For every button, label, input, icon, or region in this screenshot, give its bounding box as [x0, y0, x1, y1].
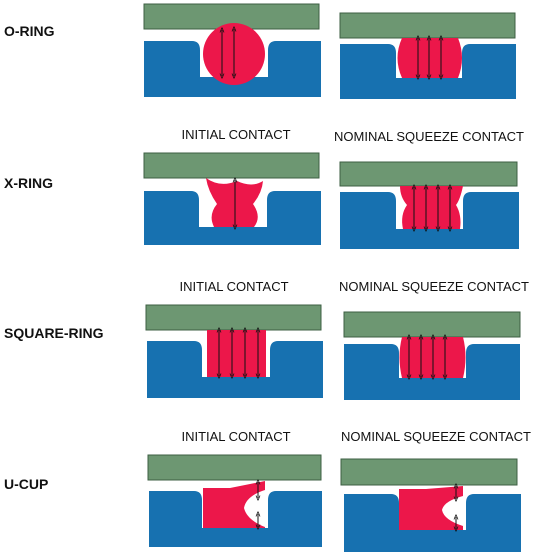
force-arrows — [222, 29, 234, 76]
housing-plate — [340, 458, 518, 486]
row-label-u-cup: U-CUP — [4, 476, 49, 492]
caption-initial-contact-x-ring: INITIAL CONTACT — [181, 127, 291, 142]
housing-plate — [147, 454, 322, 481]
u-cup-initial-contact — [147, 454, 322, 547]
gland-groove — [340, 44, 516, 99]
row-label-square-ring: SQUARE-RING — [4, 325, 104, 341]
gland-groove — [344, 344, 520, 400]
force-arrows — [219, 330, 258, 376]
o-ring-nominal-squeeze — [339, 12, 516, 99]
gland-groove — [344, 494, 521, 552]
x-ring-nominal-squeeze — [339, 161, 519, 249]
force-arrows — [409, 337, 445, 377]
square-ring-nominal-squeeze — [343, 311, 521, 400]
caption-nominal-squeeze-x-ring: NOMINAL SQUEEZE CONTACT — [334, 129, 524, 144]
caption-nominal-squeeze-u-cup: NOMINAL SQUEEZE CONTACT — [341, 429, 531, 444]
caption-nominal-squeeze-square-ring: NOMINAL SQUEEZE CONTACT — [339, 279, 529, 294]
gland-groove — [144, 191, 321, 245]
o-ring-initial-contact — [143, 3, 321, 97]
housing-plate — [339, 12, 516, 39]
caption-initial-contact-square-ring: INITIAL CONTACT — [179, 279, 289, 294]
square-ring-seal — [207, 330, 266, 377]
housing-plate — [143, 152, 320, 179]
row-label-o-ring: O-RING — [4, 23, 55, 39]
o-ring-seal — [397, 38, 462, 78]
gland-groove — [149, 491, 322, 547]
housing-plate — [339, 161, 518, 187]
gland-groove — [144, 41, 321, 97]
gland-groove — [340, 192, 519, 249]
square-ring-initial-contact — [145, 304, 323, 398]
housing-plate — [343, 311, 521, 338]
caption-initial-contact-u-cup: INITIAL CONTACT — [181, 429, 291, 444]
force-arrows — [414, 187, 450, 229]
housing-plate — [145, 304, 322, 331]
x-ring-seal — [400, 186, 463, 229]
force-arrows — [418, 38, 441, 77]
gland-groove — [147, 341, 323, 398]
u-cup-seal — [399, 486, 463, 530]
x-ring-initial-contact — [143, 152, 321, 245]
row-label-x-ring: X-RING — [4, 175, 53, 191]
u-cup-nominal-squeeze — [340, 458, 521, 552]
u-cup-seal — [203, 481, 265, 528]
